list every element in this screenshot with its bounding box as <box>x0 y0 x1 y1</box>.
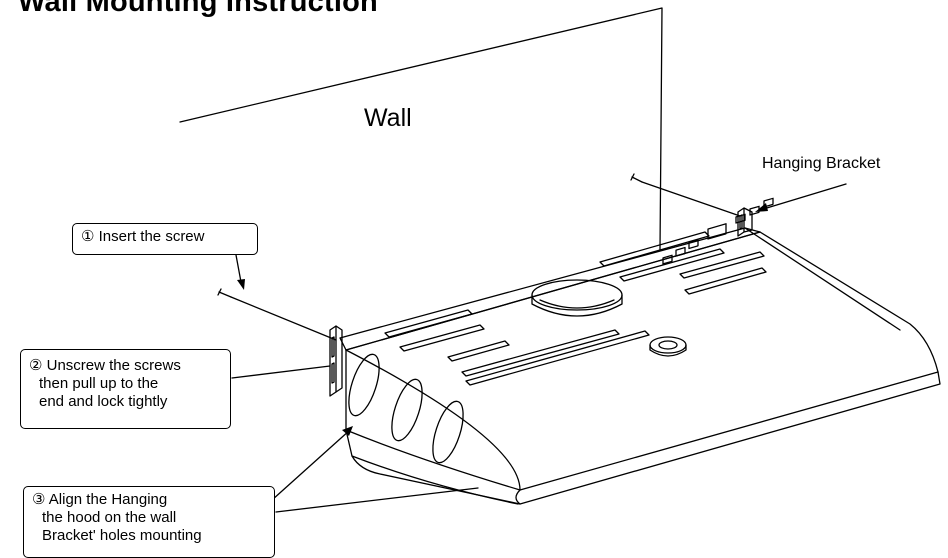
left-hanging-bracket <box>329 325 343 397</box>
arrow-step3 <box>342 426 353 436</box>
step1-callout: ① Insert the screw <box>72 223 258 255</box>
side-vent-openings <box>348 353 464 464</box>
light-fixture <box>649 336 687 354</box>
step3-line2: the hood on the wall <box>42 509 177 526</box>
wall-label: Wall <box>364 104 412 132</box>
right-hanging-bracket <box>737 207 753 237</box>
leader-step1 <box>235 254 242 283</box>
leader-step3a <box>271 429 351 501</box>
screw-right <box>630 173 643 183</box>
hanging-bracket-label: Hanging Bracket <box>762 155 881 172</box>
step2-line3: end and lock tightly <box>39 393 168 410</box>
top-plate-slots <box>384 231 767 386</box>
arrow-bracket <box>755 203 768 212</box>
step3-callout: ③ Align the Hanging the hood on the wall… <box>23 486 275 558</box>
wall-outline <box>179 7 663 251</box>
arrow-step1 <box>237 279 245 290</box>
step3-line3: Bracket' holes mounting <box>42 527 202 544</box>
leader-step3b <box>275 487 479 513</box>
step2-line1: ② Unscrew the screws <box>29 357 181 374</box>
leader-bracket <box>759 183 847 211</box>
screw-path-left <box>230 296 337 341</box>
step2-callout: ② Unscrew the screws then pull up to the… <box>20 349 231 429</box>
step1-text: ① Insert the screw <box>81 228 205 245</box>
step3-line1: ③ Align the Hanging <box>32 491 168 508</box>
step2-line2: then pull up to the <box>39 375 159 392</box>
leader-step2 <box>231 365 331 379</box>
page-title: Wall Mounting Instruction <box>18 0 378 18</box>
screw-left <box>217 288 232 298</box>
control-panel-buttons <box>662 197 774 265</box>
hood-front-face <box>345 349 939 491</box>
screw-path-right <box>641 181 741 217</box>
